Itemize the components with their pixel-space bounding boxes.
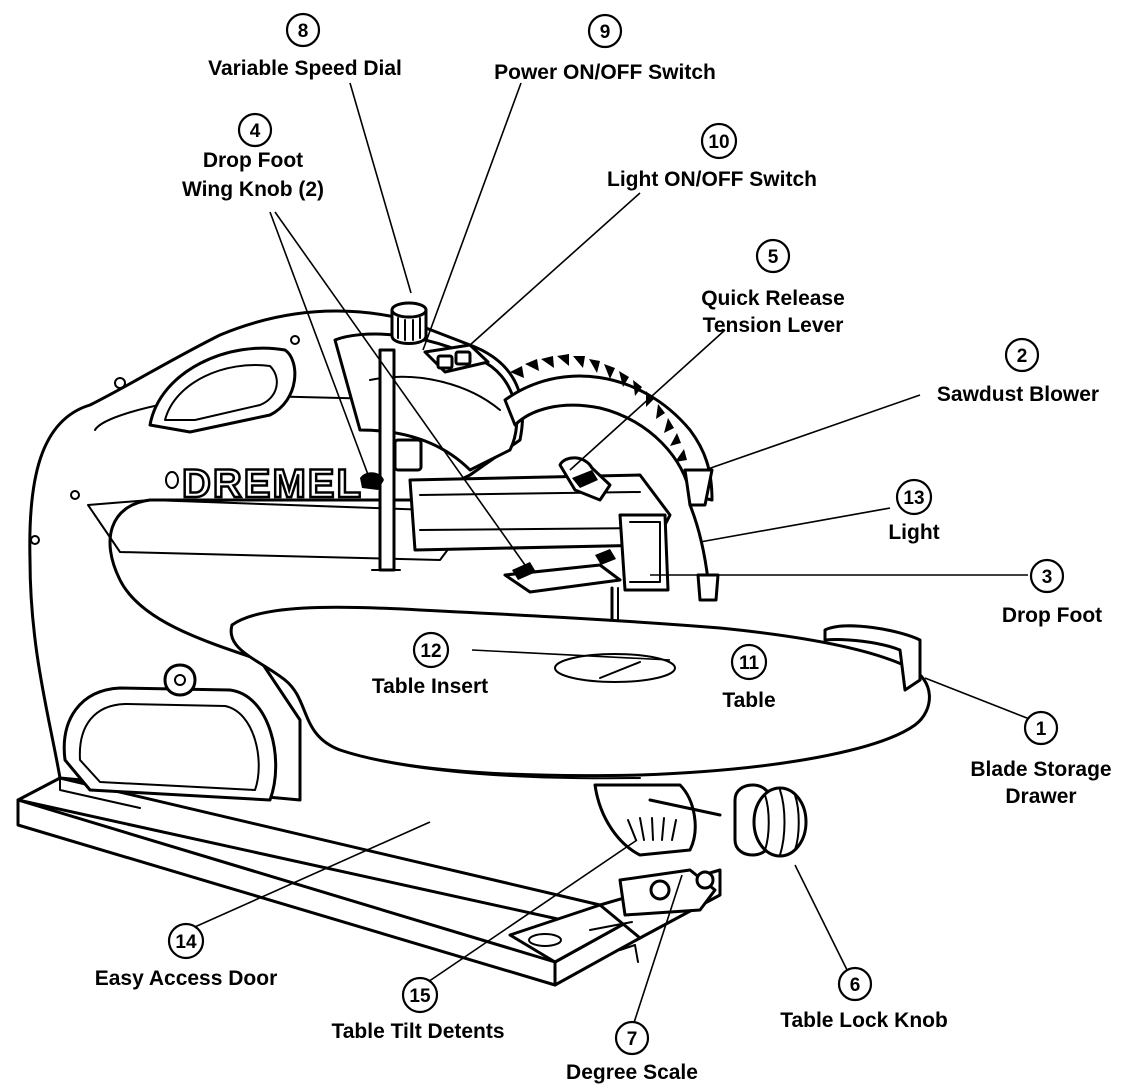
- callout-label: Tension Lever: [703, 314, 844, 337]
- base-plate: [16, 776, 722, 987]
- callout-number: 13: [903, 488, 924, 509]
- brand-plate: DREMEL: [165, 461, 363, 507]
- callout-number-circle: [614, 1020, 650, 1056]
- callout-number: 15: [409, 986, 431, 1007]
- callout-number-circle: [837, 966, 873, 1002]
- callout-label: Table: [722, 689, 775, 712]
- callout-label: Table Lock Knob: [780, 1009, 948, 1032]
- saw-illustration: DREMEL: [16, 301, 931, 987]
- saw-table: [229, 605, 931, 780]
- callout-number-circle: [1023, 710, 1059, 746]
- brand-logo: DREMEL: [182, 462, 363, 506]
- callout-number: 2: [1017, 346, 1028, 367]
- callout-number: 1: [1036, 719, 1047, 740]
- callout-number: 10: [708, 132, 729, 153]
- callout-number: 12: [420, 641, 441, 662]
- callout-number: 6: [850, 975, 861, 996]
- callout-label: Table Tilt Detents: [331, 1020, 504, 1043]
- callout-number-circle: [401, 976, 439, 1014]
- callout-number-circle: [167, 922, 205, 960]
- callout-label: Sawdust Blower: [937, 383, 1099, 406]
- callout-label: Drop Foot: [203, 149, 303, 172]
- callout-number-circle: [285, 12, 321, 48]
- callout-number: 8: [298, 21, 309, 42]
- callout-label: Light: [888, 521, 939, 544]
- callout-number-circle: [730, 643, 768, 681]
- callout-label: Wing Knob (2): [182, 178, 324, 201]
- callout-number: 11: [739, 653, 760, 674]
- callout-label: Blade Storage: [970, 758, 1111, 781]
- callout-label: Easy Access Door: [95, 967, 278, 990]
- blade-guard-teeth: [503, 354, 714, 507]
- callout-number: 7: [627, 1029, 638, 1050]
- callout-number: 5: [768, 247, 779, 268]
- callout-label: Light ON/OFF Switch: [607, 168, 817, 191]
- callout-number: 3: [1042, 567, 1053, 588]
- callout-label: Degree Scale: [566, 1061, 698, 1084]
- callout-number-circle: [1029, 558, 1065, 594]
- callout-label: Drop Foot: [1002, 604, 1102, 627]
- callout-number-circle: [412, 631, 450, 669]
- callout-number: 9: [600, 22, 611, 43]
- callout-number-circle: [587, 13, 623, 49]
- leader-lines: [187, 82, 1033, 1036]
- callout-number-circle: [1004, 337, 1040, 373]
- callout-label: Variable Speed Dial: [208, 57, 402, 80]
- callout-number: 4: [250, 121, 261, 142]
- callout-number: 14: [175, 932, 197, 953]
- callout-label: Table Insert: [372, 675, 488, 698]
- callout-label: Quick Release: [701, 287, 845, 310]
- callout-number-circle: [237, 112, 273, 148]
- callout-label: Drawer: [1005, 785, 1076, 808]
- callout-number-circle: [895, 478, 933, 516]
- callout-number-circle: [700, 122, 738, 160]
- table-tilt-mechanism: [593, 783, 808, 917]
- callout-number-circle: [755, 238, 791, 274]
- callout-label: Power ON/OFF Switch: [494, 61, 716, 84]
